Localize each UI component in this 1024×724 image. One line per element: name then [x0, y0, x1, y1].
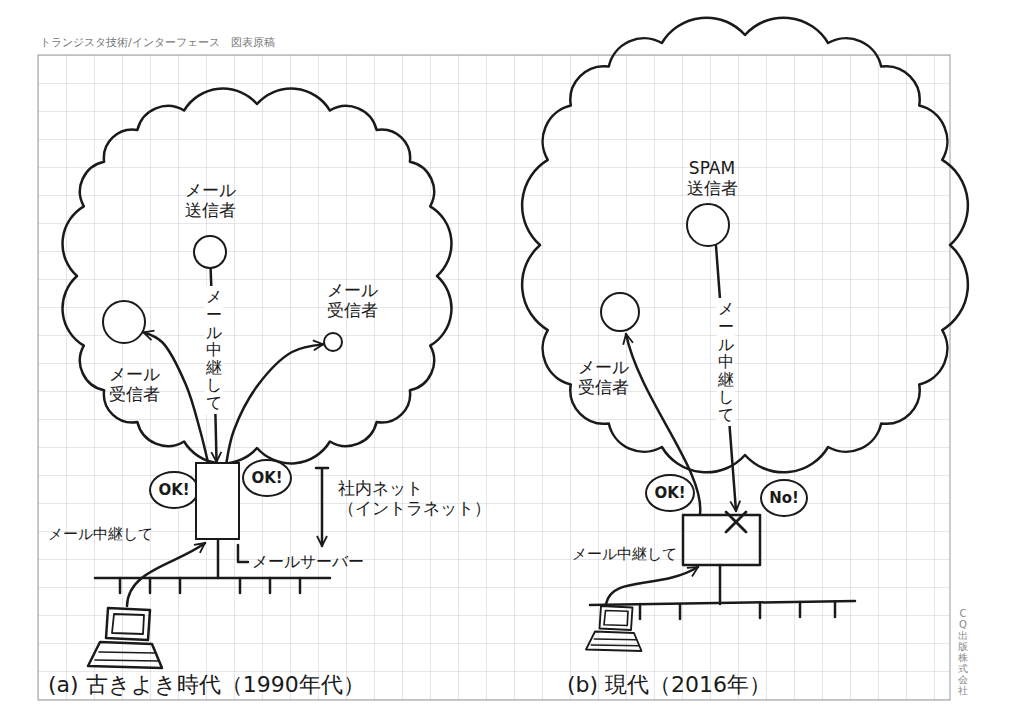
network-line — [95, 577, 330, 580]
speech-bubble: No! — [760, 479, 808, 517]
reject-cross — [726, 512, 746, 532]
network-note: 社内ネット （イントラネット） — [338, 478, 503, 519]
speech-bubble: OK! — [645, 474, 694, 512]
bubble-text: No! — [769, 489, 799, 507]
bubble-text: OK! — [158, 481, 189, 499]
server-box: メールサーバー — [195, 462, 240, 540]
cloud-outline — [522, 18, 968, 473]
laptop-icon — [88, 608, 162, 668]
server-link — [719, 565, 722, 604]
leader-bracket — [238, 545, 248, 562]
relay-note: メール中継して — [717, 298, 735, 425]
publisher-mark: CQ出版株式会社 — [958, 608, 968, 696]
speech-bubble: OK! — [149, 471, 198, 509]
range-arrow — [316, 468, 328, 546]
node-label: メール 送信者 — [179, 180, 240, 221]
actor-circle: SPAM 送信者 — [686, 203, 730, 247]
network-line — [590, 601, 855, 605]
speech-bubble: OK! — [242, 459, 291, 497]
network-tap — [120, 578, 300, 593]
spam-relay-arrow — [716, 246, 736, 511]
sheet-header: トランジスタ技術/インターフェース 図表原稿 — [40, 36, 275, 49]
node-label: メールサーバー — [252, 552, 364, 571]
node-label: メール 受信者 — [103, 364, 164, 405]
actor-circle: メール 受信者 — [323, 332, 343, 352]
relay-arrow — [227, 344, 324, 462]
actor-circle: メール 受信者 — [102, 300, 146, 344]
network-tap — [640, 602, 835, 619]
node-label: メール 受信者 — [321, 280, 382, 321]
bubble-text: OK! — [654, 484, 685, 502]
bubble-text: OK! — [251, 469, 282, 487]
laptop-icon — [586, 606, 642, 651]
server-link — [217, 540, 220, 578]
node-label: メール 受信者 — [572, 357, 633, 398]
relay-arrow — [606, 567, 698, 604]
node-label: SPAM 送信者 — [681, 158, 742, 199]
delivery-arrow — [626, 334, 700, 514]
panel-caption: (b) 現代（2016年） — [567, 672, 771, 698]
server-box — [683, 515, 760, 565]
actor-circle: メール 受信者 — [600, 292, 640, 332]
edge-label: メール中継して — [205, 286, 223, 413]
internet-cloud — [63, 18, 968, 473]
panel-caption: (a) 古きよき時代（1990年代） — [48, 672, 365, 698]
relay-note: メール中継して — [572, 545, 677, 563]
relay-note: メール中継して — [48, 525, 153, 543]
grid-paper — [38, 55, 950, 700]
cloud-outline — [63, 89, 452, 464]
relay-arrow — [127, 543, 205, 606]
actor-circle: メール 送信者 — [193, 235, 227, 269]
